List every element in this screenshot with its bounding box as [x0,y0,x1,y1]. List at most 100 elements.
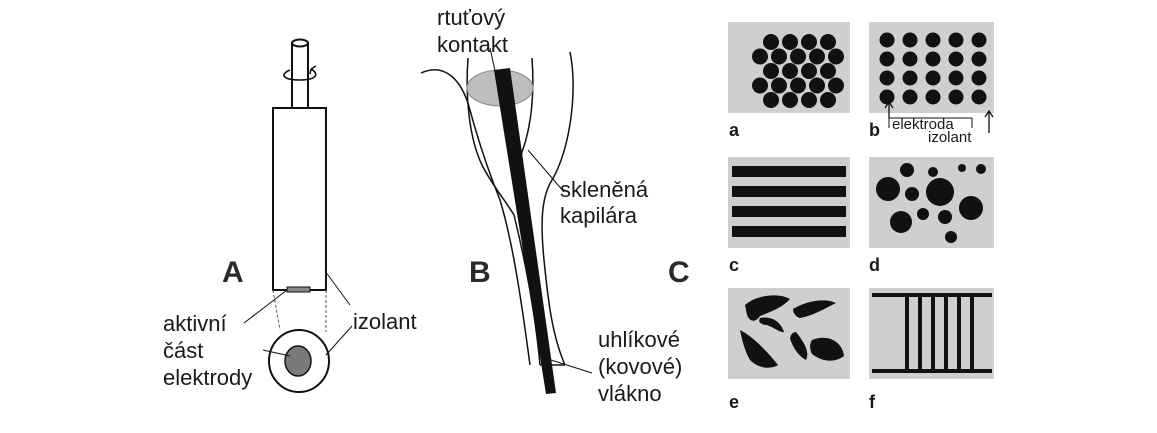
interdigitated-electrode [872,293,992,373]
microelectrode-dot [809,48,825,65]
rotation-arrow-icon [283,68,317,81]
mercury-contact-label-1: rtuťový [437,5,505,30]
capillary-left-outer [420,68,531,366]
microelectrode-dot [879,89,895,105]
active-area [284,345,312,377]
microelectrode-dot [925,32,941,48]
panel-c-letter: C [668,256,690,289]
panel-a-letter: A [222,256,244,289]
random-electrode [959,196,983,220]
microelectrode-dot [790,77,806,94]
microelectrode-dot [879,70,895,86]
capillary-right-outer [541,51,574,366]
tile-b-letter: b [869,120,880,140]
tile-c-letter: c [729,255,739,275]
fiber-label-2: (kovové) [598,354,682,379]
microelectrode-dot [879,32,895,48]
microelectrode-dot [925,70,941,86]
panel-a: A aktivní část elektrody izolant [163,38,417,393]
random-electrode [976,164,986,174]
band-electrode [732,206,846,217]
microelectrode-dot [790,48,806,65]
fiber-label-1: uhlíkové [598,327,680,352]
microelectrode-dot [902,32,918,48]
microelectrode-dot [948,51,964,67]
random-electrode [917,208,929,220]
tile-f: f [869,288,994,412]
microelectrode-dot [771,77,787,94]
panel-c: C a b elektroda izolant c [668,22,994,412]
microelectrode-dot [782,63,798,79]
microelectrode-dot [752,48,768,65]
fiber-label-3: vlákno [598,381,662,406]
microelectrode-dot [828,77,844,94]
tile-a: a [728,22,850,140]
microelectrode-dot [902,51,918,67]
microelectrode-dot [801,34,817,50]
microelectrode-dot [828,48,844,65]
tile-a-letter: a [729,120,740,140]
band-electrode [732,186,846,197]
microelectrode-dot [925,89,941,105]
microelectrode-dot [902,70,918,86]
microelectrode-dot [752,77,768,94]
microelectrode-dot [820,63,836,79]
random-electrode [958,164,966,172]
irregular-electrode [759,317,784,333]
random-electrode [938,210,952,224]
carbon-fiber [494,68,556,394]
microelectrode-dot [948,70,964,86]
microelectrode-dot [809,77,825,94]
microelectrode-dot [763,92,779,108]
microelectrode-dot [971,32,987,48]
glass-capillary-label-1: skleněná [560,177,649,202]
panel-b: B rtuťový kontakt skleněná kapilára uhlí… [420,5,682,406]
electrode-arrow [884,100,894,118]
microelectrode-dot [879,51,895,67]
microelectrode-dot [771,48,787,65]
microelectrode-dot [820,92,836,108]
insulator-label: izolant [353,309,417,334]
random-electrode [926,178,954,206]
rotating-shaft [291,42,309,109]
microelectrode-dot [782,34,798,50]
irregular-electrode [810,337,844,361]
tile-d: d [869,157,994,275]
electrode-label: elektroda [892,116,954,133]
random-electrode [890,211,912,233]
glass-capillary-label-2: kapilára [560,203,638,228]
irregular-electrode [745,295,790,321]
tile-e: e [728,288,850,412]
active-disk [286,286,311,293]
microelectrode-dot [782,92,798,108]
irregular-electrode [740,330,778,368]
microelectrode-dot [763,63,779,79]
active-area-label-2: část [163,338,203,363]
tile-d-letter: d [869,255,880,275]
tile-c: c [728,157,850,275]
active-area-label-3: elektrody [163,365,252,390]
microelectrode-dot [948,32,964,48]
microelectrode-dot [971,89,987,105]
tile-e-letter: e [729,392,739,412]
random-electrode [905,187,919,201]
irregular-electrode [790,332,808,360]
microelectrode-dot [801,63,817,79]
microelectrode-dot [820,34,836,50]
random-electrode [945,231,957,243]
band-electrode [732,166,846,177]
random-electrode [928,167,938,177]
insulator-arrow [984,109,994,133]
insulator-label-small: izolant [928,129,972,146]
irregular-electrode [793,300,836,318]
microelectrode-dot [763,34,779,50]
microelectrode-dot [902,89,918,105]
shaft-top [291,38,309,48]
random-electrode [900,163,914,177]
microelectrode-dot [971,70,987,86]
band-electrode [732,226,846,237]
tile-b: b elektroda izolant [869,22,994,146]
microelectrode-dot [801,92,817,108]
panel-b-letter: B [469,256,491,289]
